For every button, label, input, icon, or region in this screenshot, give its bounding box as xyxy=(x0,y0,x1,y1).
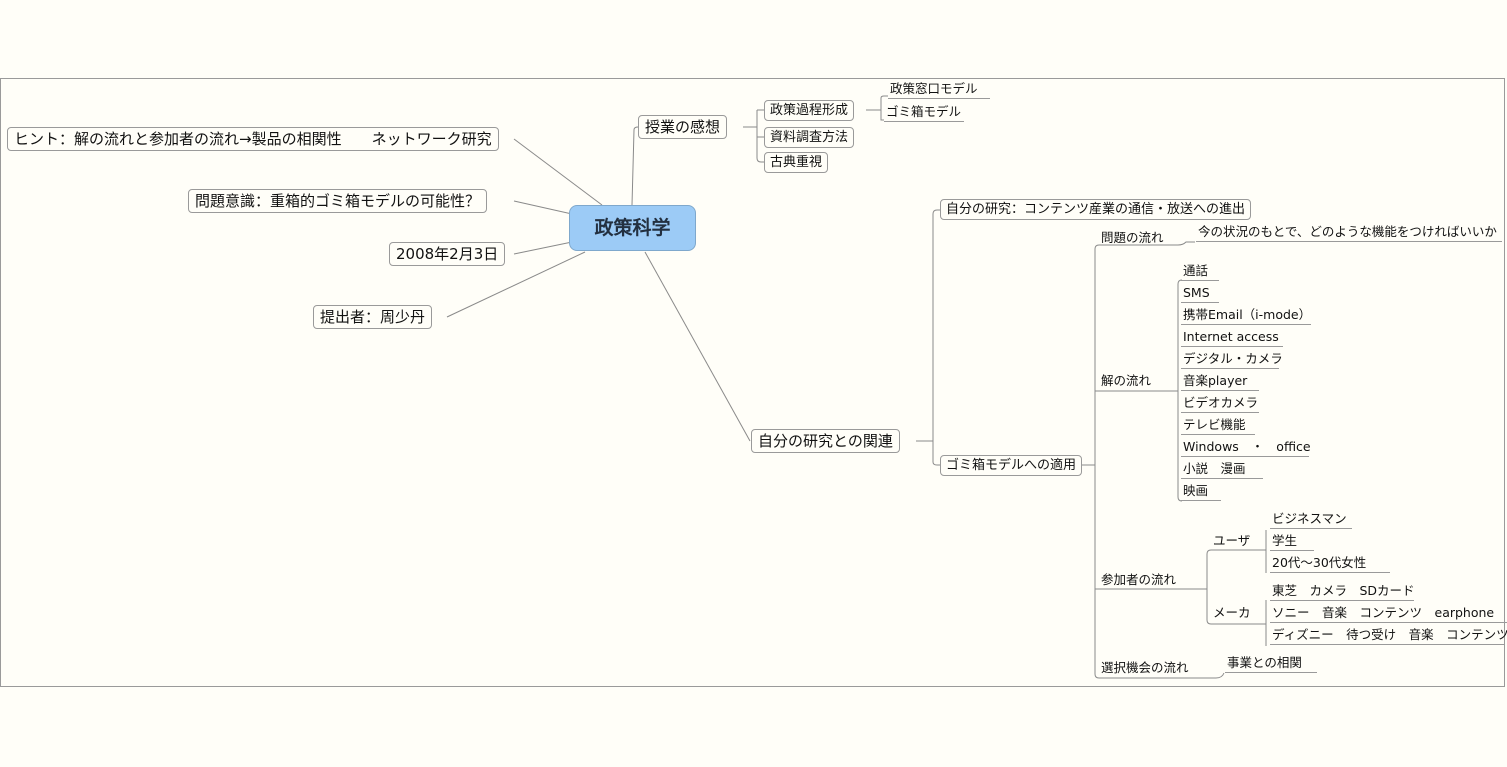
connector xyxy=(932,214,940,466)
classics-topic[interactable]: 古典重視 xyxy=(764,152,829,173)
connector xyxy=(880,98,884,121)
connector xyxy=(644,251,751,442)
solution-item[interactable]: SMS xyxy=(1181,284,1219,303)
date-topic[interactable]: 2008年2月3日 xyxy=(389,242,506,266)
author-topic[interactable]: 提出者：周少丹 xyxy=(313,305,433,329)
solution-item[interactable]: 小説 漫画 xyxy=(1181,460,1263,479)
connector xyxy=(513,241,573,255)
connector xyxy=(880,95,888,99)
impressions-topic[interactable]: 授業の感想 xyxy=(638,115,728,139)
participants-stream[interactable]: 参加者の流れ xyxy=(1101,572,1177,587)
hint-topic[interactable]: ヒント：解の流れと参加者の流れ→製品の相関性 ネットワーク研究 xyxy=(7,127,499,151)
maker-item[interactable]: ソニー 音楽 コンテンツ earphone xyxy=(1270,604,1507,623)
maker-item[interactable]: ディズニー 待つ受け 音楽 コンテンツ xyxy=(1270,626,1507,645)
problem-detail[interactable]: 今の状況のもとで、どのような機能をつければいいか xyxy=(1196,223,1502,242)
policy-window-model[interactable]: 政策窓口モデル xyxy=(888,80,990,99)
connector xyxy=(513,138,603,206)
connector xyxy=(513,200,573,215)
my-research-topic[interactable]: 自分の研究：コンテンツ産業の通信・放送への進出 xyxy=(940,199,1252,220)
solution-item[interactable]: 映画 xyxy=(1181,482,1221,501)
research-method-topic[interactable]: 資料調査方法 xyxy=(764,127,855,148)
solution-item[interactable]: Windows ・ office xyxy=(1181,438,1311,457)
choice-stream[interactable]: 選択機会の流れ xyxy=(1101,660,1189,675)
solution-item[interactable]: デジタル・カメラ xyxy=(1181,350,1283,369)
choice-detail[interactable]: 事業との相関 xyxy=(1225,654,1317,673)
connector xyxy=(932,209,940,215)
connector xyxy=(1206,554,1266,625)
maker-branch[interactable]: メーカ xyxy=(1213,605,1251,620)
problem-stream[interactable]: 問題の流れ xyxy=(1101,230,1164,245)
user-item[interactable]: 20代～30代女性 xyxy=(1270,554,1390,573)
solution-item[interactable]: 音楽player xyxy=(1181,372,1259,391)
connector xyxy=(756,110,764,163)
user-item[interactable]: ビジネスマン xyxy=(1270,510,1352,529)
solution-stream[interactable]: 解の流れ xyxy=(1101,373,1152,388)
relation-topic[interactable]: 自分の研究との関連 xyxy=(751,429,900,453)
connector xyxy=(631,126,639,206)
mindmap-canvas xyxy=(0,78,1505,687)
connector xyxy=(1206,549,1266,555)
issue-topic[interactable]: 問題意識：重箱的ゴミ箱モデルの可能性？ xyxy=(188,189,488,213)
solution-item[interactable]: テレビ機能 xyxy=(1181,416,1255,435)
connector xyxy=(1094,249,1225,679)
garbage-can-model[interactable]: ゴミ箱モデル xyxy=(884,103,964,122)
solution-item[interactable]: Internet access xyxy=(1181,328,1283,347)
solution-item[interactable]: ビデオカメラ xyxy=(1181,394,1259,413)
solution-item[interactable]: 携帯Email（i-mode） xyxy=(1181,306,1311,325)
connector xyxy=(1094,241,1195,250)
user-branch[interactable]: ユーザ xyxy=(1213,533,1251,548)
policy-process-topic[interactable]: 政策過程形成 xyxy=(764,100,855,121)
maker-item[interactable]: 東芝 カメラ SDカード xyxy=(1270,582,1415,601)
solution-item[interactable]: 通話 xyxy=(1181,262,1219,281)
central-topic[interactable]: 政策科学 xyxy=(569,205,696,251)
connector xyxy=(446,251,586,318)
garbage-apply-topic[interactable]: ゴミ箱モデルへの適用 xyxy=(940,455,1083,476)
user-item[interactable]: 学生 xyxy=(1270,532,1314,551)
